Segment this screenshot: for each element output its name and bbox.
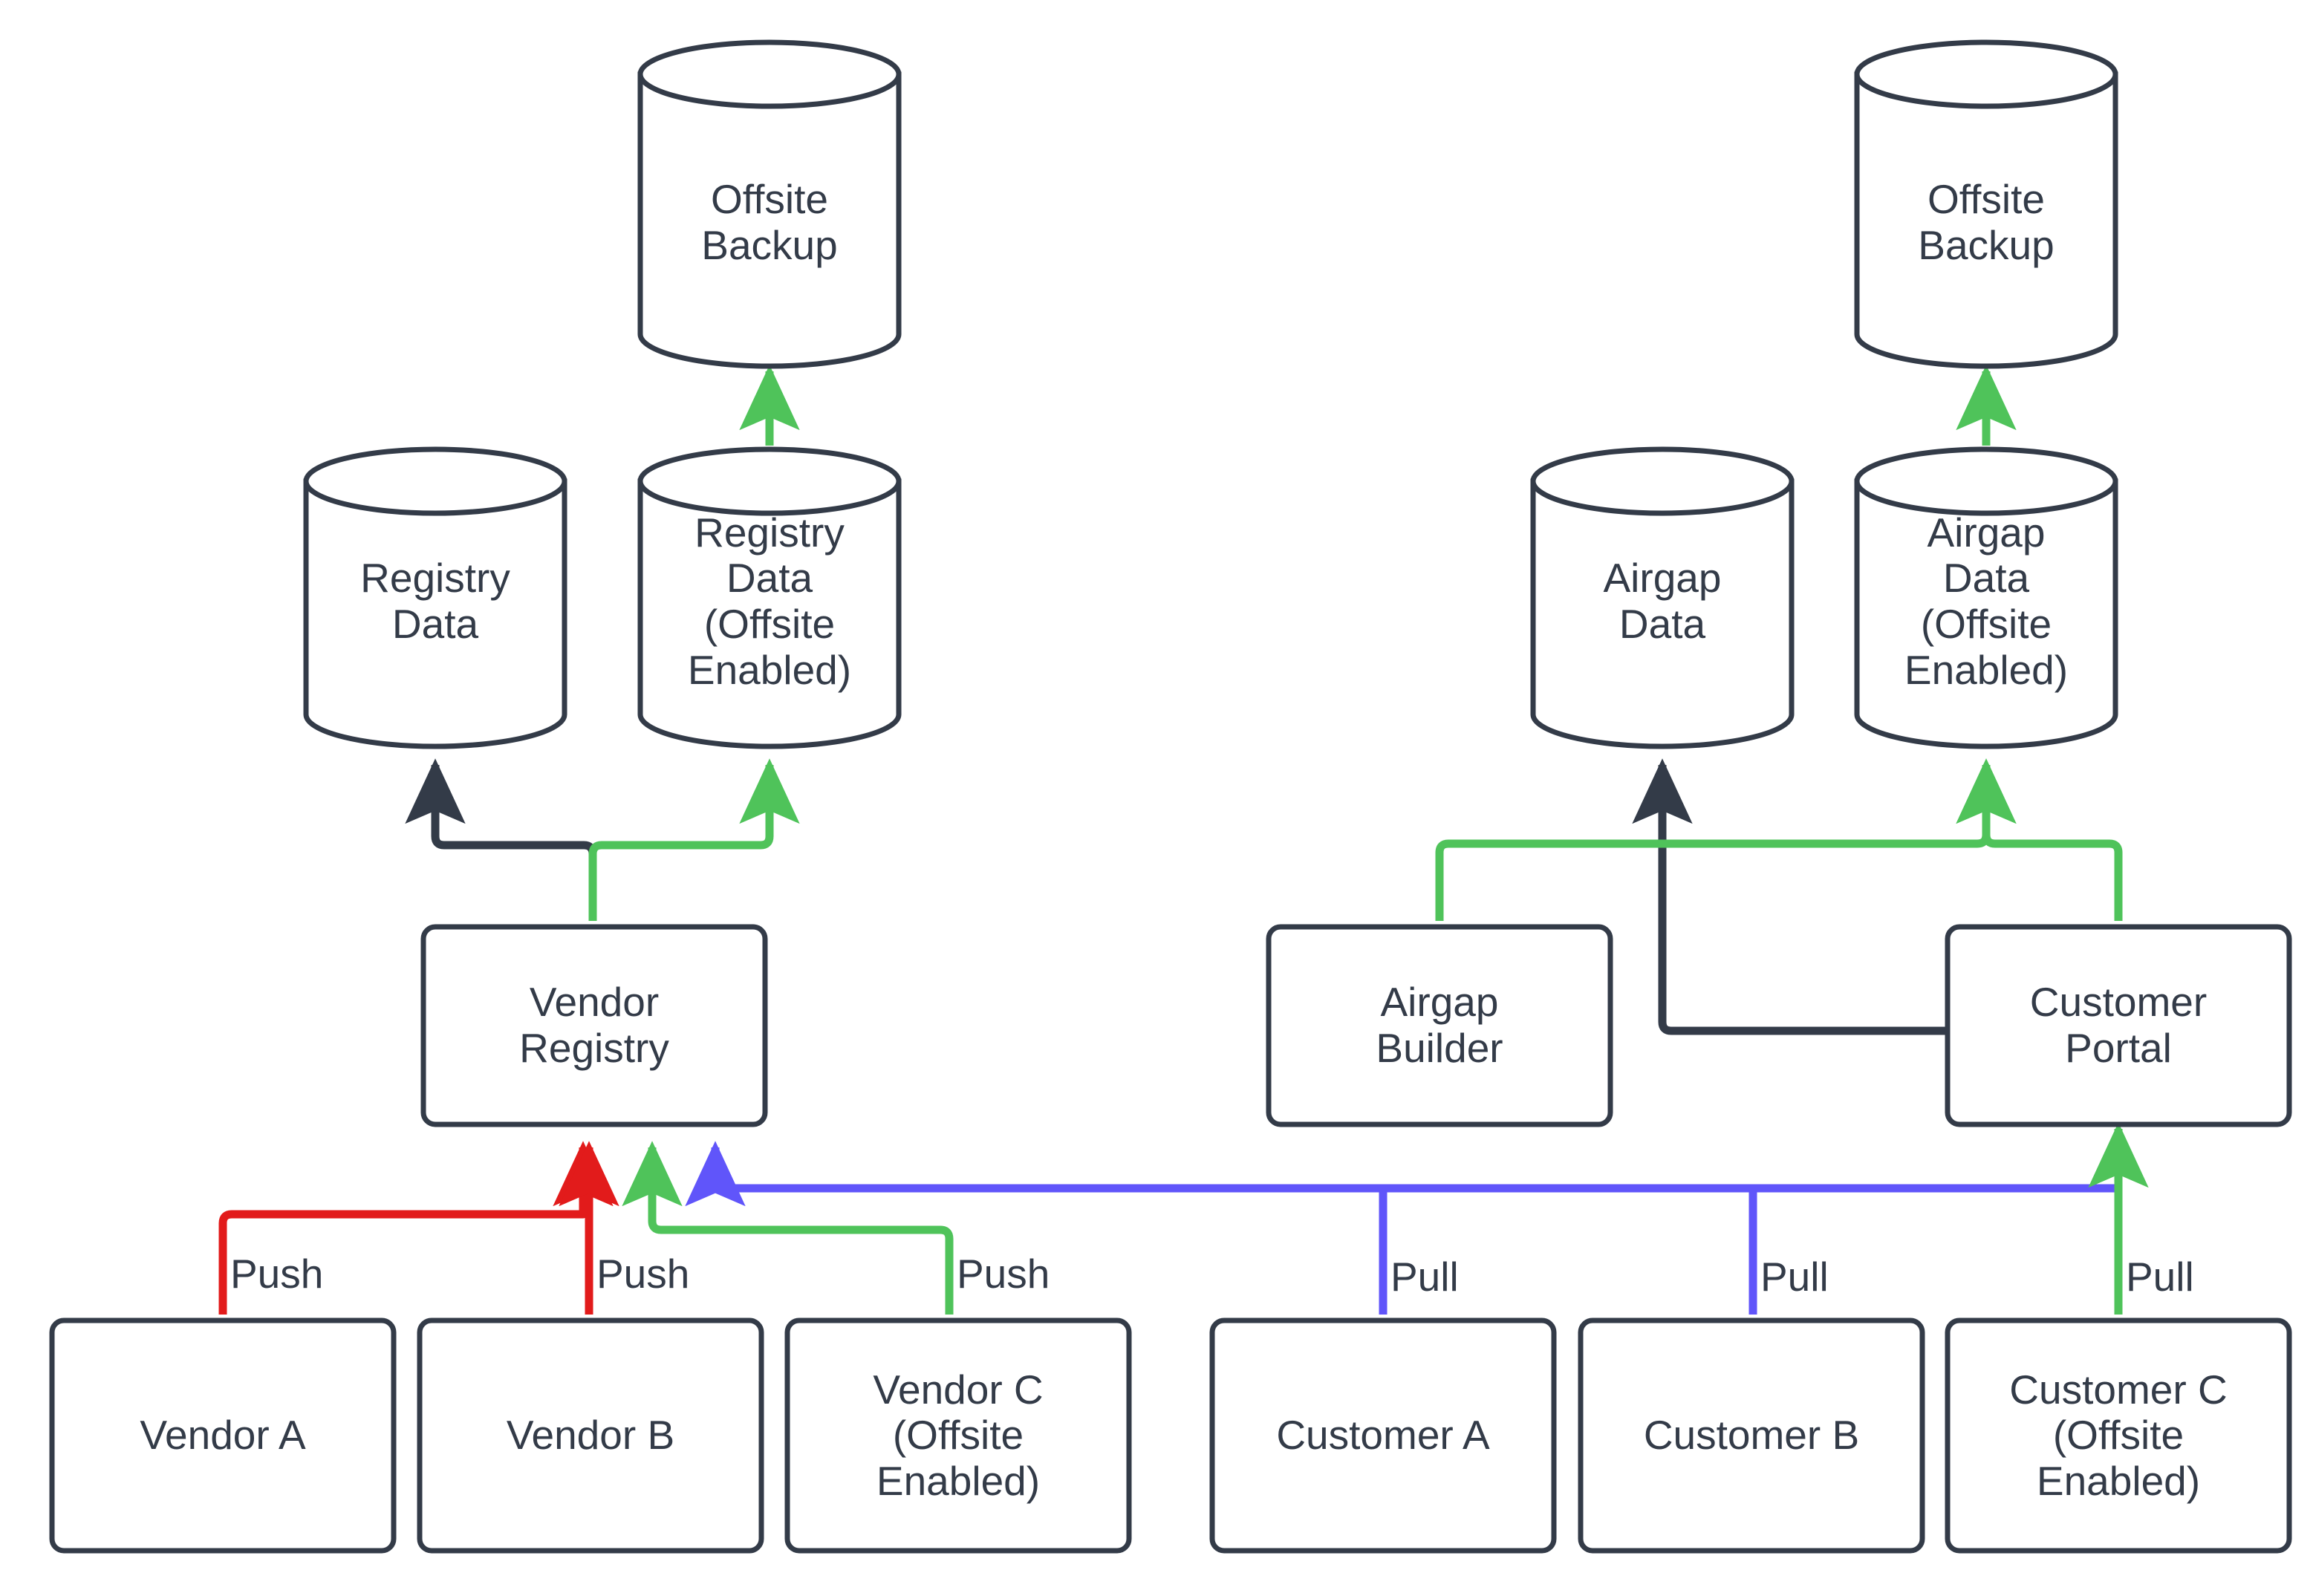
node-customer-a[interactable] xyxy=(1209,1317,1557,1554)
edge-registry-to-data xyxy=(405,758,597,921)
node-offsite-backup-right[interactable] xyxy=(1854,39,2118,369)
edge-customer-a-pull xyxy=(685,1141,1388,1315)
edge-label-pull-customer-a: Pull xyxy=(1390,1254,1459,1300)
node-customer-b[interactable] xyxy=(1578,1317,1925,1554)
node-vendor-registry[interactable] xyxy=(420,924,768,1127)
node-airgap-data-offsite[interactable] xyxy=(1854,446,2118,749)
edge-label-push-vendor-c: Push xyxy=(957,1251,1050,1297)
node-airgap-builder[interactable] xyxy=(1266,924,1613,1127)
edge-label-push-vendor-b: Push xyxy=(596,1251,690,1297)
node-vendor-c[interactable] xyxy=(784,1317,1132,1554)
edge-label-pull-customer-b: Pull xyxy=(1760,1254,1829,1300)
node-customer-c[interactable] xyxy=(1945,1317,2292,1554)
node-vendor-b[interactable] xyxy=(417,1317,764,1554)
edge-vendor-c-push xyxy=(622,1141,954,1315)
edge-label-push-vendor-a: Push xyxy=(230,1251,324,1297)
edge-label-pull-customer-c: Pull xyxy=(2126,1254,2194,1300)
edge-vendor-a-push xyxy=(218,1141,614,1315)
node-vendor-a[interactable] xyxy=(49,1317,397,1554)
edge-builder-to-airgap-offsite xyxy=(1435,758,2017,921)
node-registry-data[interactable] xyxy=(303,446,567,749)
edge-portal-to-airgap-offsite xyxy=(1956,758,2123,921)
node-registry-data-offsite[interactable] xyxy=(637,446,902,749)
node-layer xyxy=(49,39,2292,1554)
node-airgap-data[interactable] xyxy=(1530,446,1795,749)
edge-registry-to-data-offsite xyxy=(588,758,800,921)
edge-portal-to-airgap-data xyxy=(1632,758,1952,1035)
edge-layer xyxy=(218,365,2149,1315)
node-customer-portal[interactable] xyxy=(1945,924,2292,1127)
node-offsite-backup-left[interactable] xyxy=(637,39,902,369)
